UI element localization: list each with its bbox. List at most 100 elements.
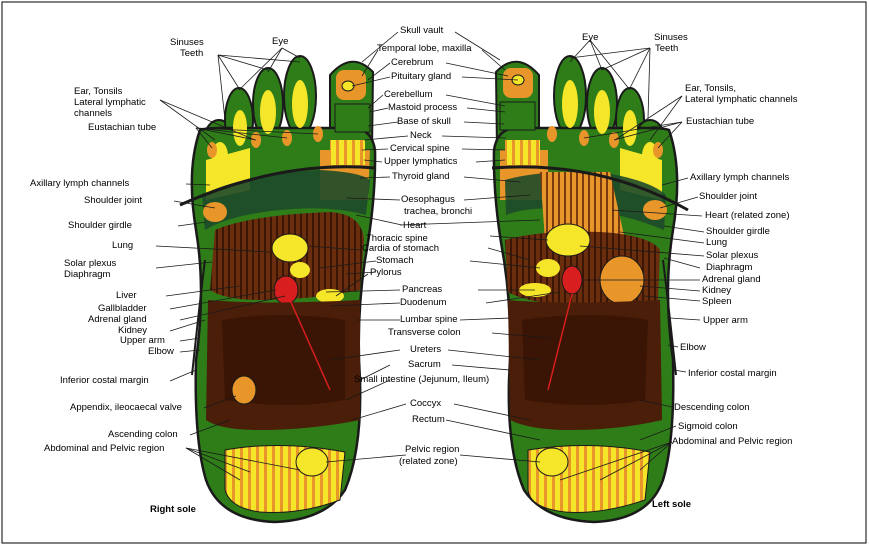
left-sole-label-abdominal-and-pelvic-region: Abdominal and Pelvic region	[672, 436, 792, 447]
right-appendix	[231, 375, 257, 405]
left-sole-caption: Left sole	[652, 499, 691, 510]
right-sole-label-solar-plexus: Solar plexus	[64, 258, 117, 269]
left-cervical-zone	[505, 140, 540, 165]
left-sole-label-spleen: Spleen	[702, 296, 732, 307]
center-label-stomach: Stomach	[376, 255, 414, 266]
center-label-small-intestine-jejunum-ileum: Small intestine (Jejunum, Ileum)	[354, 374, 489, 385]
right-sinus-zone	[292, 80, 308, 128]
right-sole-label-gallbladder: Gallbladder	[98, 303, 147, 314]
center-label-neck: Neck	[410, 130, 432, 141]
right-sole-label-appendix-ileocaecal-valve: Appendix, ileocaecal valve	[70, 402, 182, 413]
right-sole-label-adrenal-gland: Adrenal gland	[88, 314, 147, 325]
center-label-trachea-bronchi: trachea, bronchi	[404, 206, 472, 217]
left-sole-label-descending-colon: Descending colon	[674, 402, 750, 413]
center-label-heart: Heart	[403, 220, 427, 231]
right-sole-label-kidney: Kidney	[118, 325, 147, 336]
center-label-coccyx: Coccyx	[410, 398, 441, 409]
center-label-thoracic-spine: Thoracic spine	[366, 233, 428, 244]
right-sole-label-channels: channels	[74, 108, 112, 119]
left-costal-line	[662, 259, 677, 376]
leader-lines	[155, 31, 705, 481]
center-label-ureters: Ureters	[410, 344, 441, 355]
center-label-upper-lymphatics: Upper lymphatics	[384, 156, 458, 167]
left-sole-label-lateral-lymphatic-channels: Lateral lymphatic channels	[685, 94, 798, 105]
right-sole	[179, 55, 377, 524]
left-sole-label-axillary-lymph-channels: Axillary lymph channels	[690, 172, 790, 183]
left-sole-label-eustachian-tube: Eustachian tube	[686, 116, 754, 127]
right-sole-label-upper-arm: Upper arm	[120, 335, 165, 346]
left-adrenal-zone	[561, 265, 583, 295]
right-pituitary	[341, 80, 355, 92]
left-eustachian-zone	[653, 142, 663, 158]
center-label-temporal-lobe-maxilla: Temporal lobe, maxilla	[377, 43, 472, 54]
center-label-rectum: Rectum	[412, 414, 445, 425]
left-sole	[491, 55, 689, 524]
right-cervical-zone	[330, 140, 365, 165]
right-pelvic-zone	[224, 444, 346, 513]
left-sole-label-lung: Lung	[706, 237, 727, 248]
left-intestine-zone	[522, 315, 648, 405]
right-sole-label-axillary-lymph-channels: Axillary lymph channels	[30, 178, 130, 189]
left-shoulder-zone	[643, 200, 667, 220]
right-cerebellum-zone	[334, 103, 371, 133]
center-label-cerebellum: Cerebellum	[384, 89, 433, 100]
left-rectum-zone	[535, 447, 569, 477]
right-eustachian-zone	[207, 142, 217, 158]
center-label-skull-vault: Skull vault	[400, 25, 444, 36]
left-sole-label-shoulder-joint: Shoulder joint	[699, 191, 757, 202]
left-sole-label-shoulder-girdle: Shoulder girdle	[706, 226, 770, 237]
right-sole-label-shoulder-girdle: Shoulder girdle	[68, 220, 132, 231]
right-sole-label-ear-tonsils: Ear, Tonsils	[74, 86, 123, 97]
left-sole-label-inferior-costal-margin: Inferior costal margin	[688, 368, 777, 379]
right-sole-label-lung: Lung	[112, 240, 133, 251]
center-label-pancreas: Pancreas	[402, 284, 442, 295]
right-sole-label-liver: Liver	[116, 290, 137, 301]
left-sole-label-upper-arm: Upper arm	[703, 315, 748, 326]
center-label-pylorus: Pylorus	[370, 267, 402, 278]
right-eye-zone-a	[233, 110, 247, 146]
left-cerebellum-zone	[499, 101, 536, 131]
right-sole-label-eye: Eye	[272, 36, 288, 47]
right-sole-label-diaphragm: Diaphragm	[64, 269, 111, 280]
left-sole-label-heart-related-zone: Heart (related zone)	[705, 210, 789, 221]
right-sole-label-inferior-costal-margin: Inferior costal margin	[60, 375, 149, 386]
left-diaphragm-line	[491, 165, 689, 212]
left-stomach-zone	[536, 259, 560, 277]
right-sole-label-eustachian-tube: Eustachian tube	[88, 122, 156, 133]
right-costal-line	[191, 259, 206, 376]
center-label-pituitary-gland: Pituitary gland	[391, 71, 451, 82]
center-label-cerebrum: Cerebrum	[391, 57, 433, 68]
right-solar-plexus	[271, 233, 309, 263]
right-sole-label-lateral-lymphatic: Lateral lymphatic	[74, 97, 146, 108]
center-label-cardia-of-stomach: Cardia of stomach	[362, 243, 439, 254]
right-eye-zone-b	[260, 90, 276, 134]
right-sole-label-sinuses: Sinuses	[170, 37, 204, 48]
right-stomach-zone	[290, 262, 310, 278]
left-sole-label-elbow: Elbow	[680, 342, 706, 353]
right-sole-label-abdominal-and-pelvic-region: Abdominal and Pelvic region	[44, 443, 164, 454]
center-label-oesophagus: Oesophagus	[401, 194, 455, 205]
center-label-base-of-skull: Base of skull	[397, 116, 451, 127]
right-sole-caption: Right sole	[150, 504, 196, 515]
left-sole-label-solar-plexus: Solar plexus	[706, 250, 759, 261]
center-label-duodenum: Duodenum	[400, 297, 447, 308]
left-sole-label-adrenal-gland: Adrenal gland	[702, 274, 761, 285]
right-pylorus	[316, 289, 344, 303]
right-lung-band	[202, 170, 370, 230]
center-label-transverse-colon: Transverse colon	[388, 327, 461, 338]
left-sole-label-kidney: Kidney	[702, 285, 731, 296]
left-sole-label-diaphragm: Diaphragm	[706, 262, 753, 273]
center-label-lumbar-spine: Lumbar spine	[400, 314, 458, 325]
left-eye-zone-b	[594, 90, 610, 134]
right-shoulder-zone	[203, 202, 227, 222]
left-sole-label-eye: Eye	[582, 32, 598, 43]
right-ureter-line	[289, 299, 331, 391]
right-sole-label-shoulder-joint: Shoulder joint	[84, 195, 142, 206]
center-label-mastoid-process: Mastoid process	[388, 102, 457, 113]
right-rectum-zone	[295, 447, 329, 477]
